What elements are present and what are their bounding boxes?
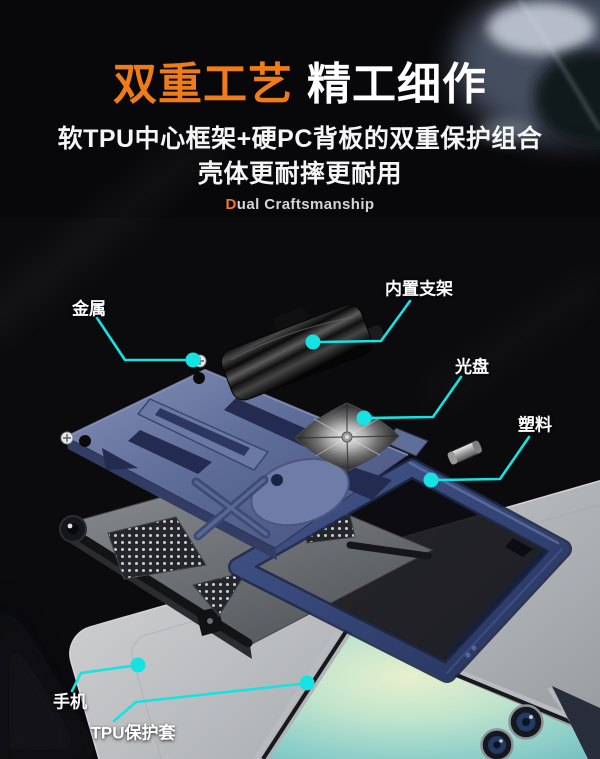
callout-dot-tpu (299, 675, 315, 691)
armor-plate-illustration (64, 368, 429, 560)
callout-dot-disc (356, 410, 372, 426)
callout-line-phone (70, 664, 133, 693)
disc-illustration (294, 402, 400, 472)
callout-label-phone: 手机 (53, 692, 87, 712)
callout-dots (130, 334, 439, 691)
tagline: Dual Craftsmanship (0, 196, 600, 213)
tagline-lead: D (225, 196, 237, 213)
tpu-frame-illustration (228, 458, 572, 683)
callout-dot-stand (305, 334, 321, 350)
screw-icon (60, 431, 74, 445)
callout-dot-plastic (423, 472, 439, 488)
callout-line-disc (369, 375, 463, 420)
title-rest: 精工细作 (307, 60, 487, 109)
subtitle: 软TPU中心框架+硬PC背板的双重保护组合 壳体更耐摔更耐用 (0, 122, 600, 192)
subtitle-line-2: 壳体更耐摔更耐用 (197, 160, 402, 188)
callout-dot-metal (185, 352, 201, 368)
callout-label-tpu: TPU保护套 (90, 723, 176, 743)
callout-label-metal: 金属 (72, 299, 106, 319)
callout-lines (70, 299, 531, 723)
ice-crystal (454, 0, 600, 146)
callout-line-stand (318, 299, 412, 344)
callout-line-tpu (112, 682, 302, 723)
subtitle-line-1: 软TPU中心框架+硬PC背板的双重保护组合 (57, 125, 543, 153)
callout-line-plastic (437, 435, 531, 482)
callout-label-disc: 光盘 (455, 357, 489, 377)
title-highlight: 双重工艺 (113, 60, 293, 109)
camera-lenses (480, 704, 544, 759)
callout-dot-phone (130, 657, 146, 673)
page-title: 双重工艺精工细作 (0, 48, 600, 112)
metal-pin-illustration (447, 440, 483, 465)
callout-label-plastic: 塑料 (518, 415, 552, 435)
callout-label-stand: 内置支架 (385, 279, 453, 299)
tagline-rest: ual Craftsmanship (236, 196, 375, 213)
callout-line-metal (95, 316, 188, 362)
